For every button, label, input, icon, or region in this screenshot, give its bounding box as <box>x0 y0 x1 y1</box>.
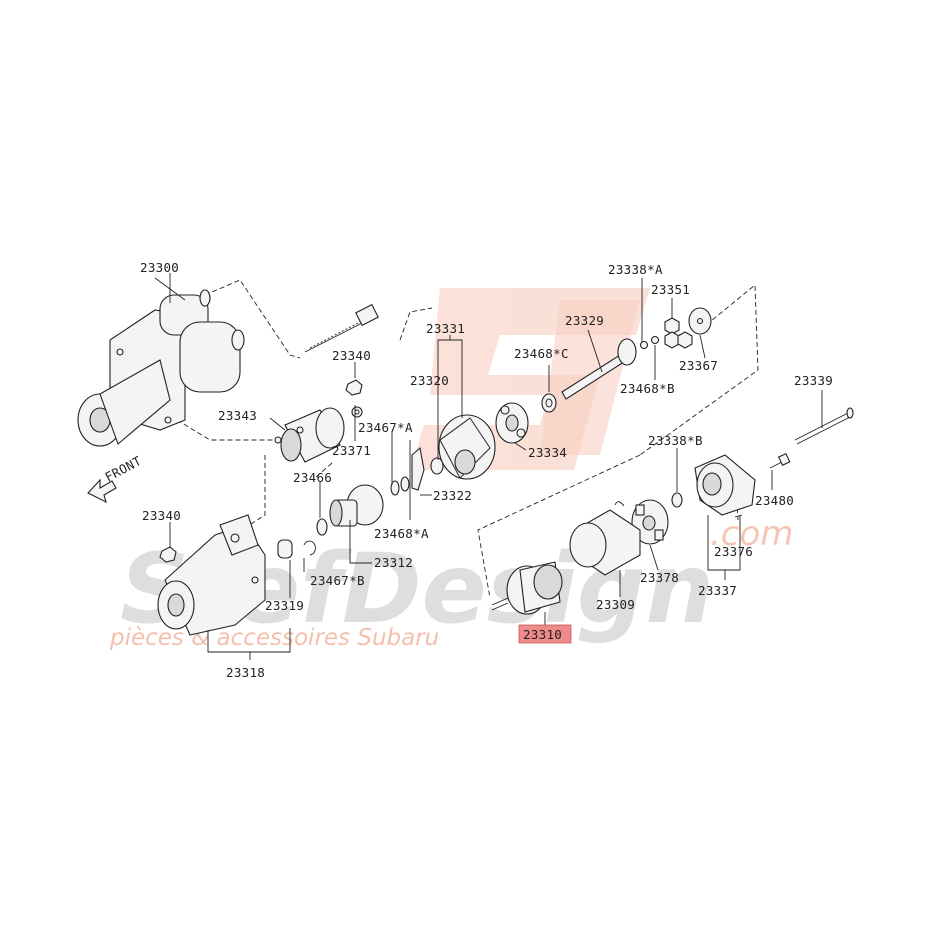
washers-23467a-23468a <box>390 476 410 496</box>
yoke <box>569 509 641 576</box>
label-23318[interactable]: 23318 <box>226 665 265 680</box>
stud-23343-bolt <box>304 303 379 353</box>
label-23339[interactable]: 23339 <box>794 373 833 388</box>
brush-holder <box>614 499 669 545</box>
ring-23466 <box>316 518 328 536</box>
through-bolt <box>794 407 854 445</box>
label-23468c[interactable]: 23468*C <box>514 346 569 361</box>
leader-lines <box>169 273 823 660</box>
label-23320[interactable]: 23320 <box>410 373 449 388</box>
starter-assembly <box>77 277 245 447</box>
solenoid <box>274 407 345 463</box>
ring-23376 <box>734 514 743 518</box>
label-23466[interactable]: 23466 <box>293 470 332 485</box>
label-23480[interactable]: 23480 <box>755 493 794 508</box>
label-23351[interactable]: 23351 <box>651 282 690 297</box>
label-23467a[interactable]: 23467*A <box>358 420 413 435</box>
label-23338a[interactable]: 23338*A <box>608 262 663 277</box>
planetary-23334 <box>495 402 529 444</box>
label-23378[interactable]: 23378 <box>640 570 679 585</box>
label-23367[interactable]: 23367 <box>679 358 718 373</box>
label-23322[interactable]: 23322 <box>433 488 472 503</box>
lever-23322 <box>411 446 425 491</box>
label-23319[interactable]: 23319 <box>265 598 304 613</box>
front-bracket <box>157 514 266 636</box>
highlight-box <box>518 624 572 644</box>
gear-housing <box>438 414 496 480</box>
washers-23338a-23468b <box>639 335 660 350</box>
clutch-pinion <box>329 484 384 527</box>
part-labels: 23300 23340 23343 23371 23466 23340 2331… <box>140 260 833 680</box>
front-arrow-icon: FRONT <box>87 453 144 504</box>
label-23338b[interactable]: 23338*B <box>648 433 703 448</box>
label-23467b[interactable]: 23467*B <box>310 573 365 588</box>
label-23334[interactable]: 23334 <box>528 445 567 460</box>
clip-23467b <box>303 540 316 556</box>
ring-gear <box>430 457 444 475</box>
label-23329[interactable]: 23329 <box>565 313 604 328</box>
watermark-domain: .com <box>710 514 793 554</box>
washer-23371 <box>351 406 363 418</box>
nuts-23351 <box>664 317 693 349</box>
label-23331[interactable]: 23331 <box>426 321 465 336</box>
dashed-guides <box>176 279 759 599</box>
washer-23338b <box>671 492 683 508</box>
bushing-23319 <box>277 539 293 559</box>
washer-23468c <box>541 393 557 413</box>
label-23312[interactable]: 23312 <box>374 555 413 570</box>
label-23468a[interactable]: 23468*A <box>374 526 429 541</box>
label-23468b[interactable]: 23468*B <box>620 381 675 396</box>
cap-23367 <box>688 307 712 335</box>
screw-23480 <box>769 452 791 469</box>
label-23376[interactable]: 23376 <box>714 544 753 559</box>
nut-23340-top <box>345 379 363 396</box>
watermark-tagline: pièces & accessoires Subaru <box>109 625 439 651</box>
label-23343[interactable]: 23343 <box>218 408 257 423</box>
rear-cover <box>694 454 756 516</box>
label-23340-top[interactable]: 23340 <box>332 348 371 363</box>
label-23309[interactable]: 23309 <box>596 597 635 612</box>
label-23371[interactable]: 23371 <box>332 443 371 458</box>
label-23300[interactable]: 23300 <box>140 260 179 275</box>
label-23337[interactable]: 23337 <box>698 583 737 598</box>
front-label: FRONT <box>102 453 144 485</box>
label-23310-highlighted[interactable]: 23310 <box>523 627 562 642</box>
armature <box>491 561 563 615</box>
label-23340-bottom[interactable]: 23340 <box>142 508 181 523</box>
